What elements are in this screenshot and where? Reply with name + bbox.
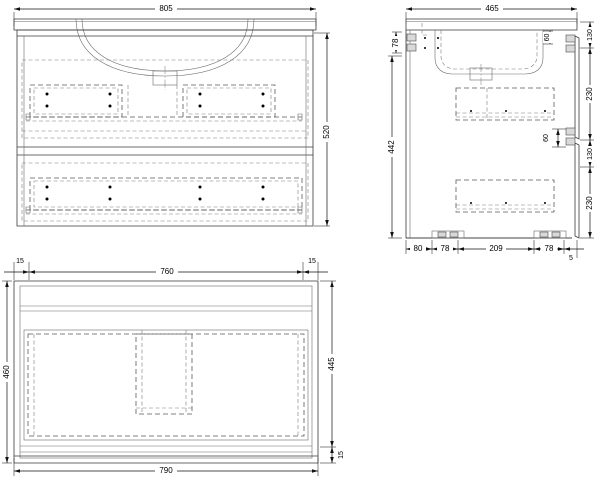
dim-label-230-b: 230: [585, 196, 594, 210]
dim-label-78-bottom-rear: 78: [441, 244, 450, 253]
fixing-dot: [437, 47, 439, 49]
fixing-dot: [108, 185, 112, 189]
front-lower-drawer: [21, 162, 309, 222]
fixing-dot: [470, 110, 472, 112]
fixing-dot: [505, 110, 507, 112]
fixing-dot: [198, 197, 202, 201]
side-dim-right-chain: 130 230 130 230: [580, 21, 596, 239]
front-basin-bowl: [75, 18, 255, 90]
side-lower-drawer: [455, 179, 555, 213]
side-wall-bracket-upper: [406, 33, 439, 52]
dim-label-5: 5: [569, 255, 573, 262]
fixing-dot: [505, 202, 507, 204]
dim-label-130-b: 130: [587, 148, 594, 160]
side-dim-bottom-chain: 80 78 209 78 5: [405, 240, 584, 262]
dim-label-520: 520: [322, 125, 331, 139]
dim-label-445: 445: [327, 357, 336, 371]
dim-label-60-upper: 60: [544, 34, 551, 42]
fixing-dot: [198, 92, 202, 96]
side-dim-60-mid: 60: [541, 128, 566, 148]
dim-label-465: 465: [485, 4, 499, 13]
fixing-dot: [261, 104, 265, 108]
fixing-dot: [544, 110, 546, 112]
fixing-dot: [108, 104, 112, 108]
plan-dim-790: 790: [13, 458, 319, 476]
plan-carcass: [14, 281, 318, 463]
front-countertop: [14, 19, 316, 30]
dim-label-15-left: 15: [16, 258, 24, 265]
dim-label-805: 805: [159, 4, 173, 13]
fixing-dot: [437, 37, 439, 39]
dim-label-80: 80: [414, 244, 423, 253]
dim-label-78-bottom-front: 78: [545, 244, 554, 253]
side-bottom-brackets: [431, 230, 567, 239]
plan-drawer: [23, 329, 309, 441]
dim-label-60-mid: 60: [543, 134, 550, 142]
fixing-dot: [45, 104, 49, 108]
fixing-dot: [544, 202, 546, 204]
side-basin-section: 60: [421, 23, 553, 85]
dim-label-78-top: 78: [391, 38, 400, 47]
fixing-dot: [108, 92, 112, 96]
fixing-dot: [198, 104, 202, 108]
dim-label-15-front: 15: [338, 451, 345, 459]
dim-label-230-a: 230: [585, 87, 594, 101]
plan-dim-460: 460: [1, 280, 13, 464]
dim-label-760: 760: [160, 267, 174, 276]
fixing-dot: [261, 197, 265, 201]
fixing-dot: [45, 197, 49, 201]
side-front-panels: [565, 34, 579, 238]
fixing-dot: [108, 197, 112, 201]
front-dim-520: 520: [314, 32, 333, 227]
dim-label-442: 442: [387, 140, 396, 154]
side-upper-drawer: [455, 87, 555, 121]
side-view: 465 60: [386, 3, 596, 262]
dim-label-460: 460: [2, 365, 11, 379]
front-view: 805: [14, 3, 333, 226]
front-upper-drawer: [21, 59, 309, 139]
fixing-dot: [198, 185, 202, 189]
fixing-dot: [261, 185, 265, 189]
front-carcass: [17, 30, 313, 226]
side-dim-465: 465: [405, 3, 578, 24]
fixing-dot: [424, 37, 426, 39]
dim-label-130-a: 130: [587, 29, 594, 41]
dim-label-209: 209: [489, 244, 503, 253]
fixing-dot: [424, 47, 426, 49]
plan-dim-right: 445 15: [320, 280, 345, 464]
side-countertop: [406, 19, 577, 30]
dim-label-15-right: 15: [308, 258, 316, 265]
side-dim-78-left: 78: [390, 31, 402, 54]
plan-dim-top: 15 760 15: [4, 258, 328, 280]
dim-label-790: 790: [159, 466, 173, 475]
side-dim-442: 442: [386, 55, 402, 239]
fixing-dot: [45, 92, 49, 96]
plan-view: 15 760 15: [1, 258, 345, 476]
fixing-dot: [470, 202, 472, 204]
fixing-dot: [45, 185, 49, 189]
fixing-dot: [261, 92, 265, 96]
front-dim-805: 805: [13, 3, 317, 26]
